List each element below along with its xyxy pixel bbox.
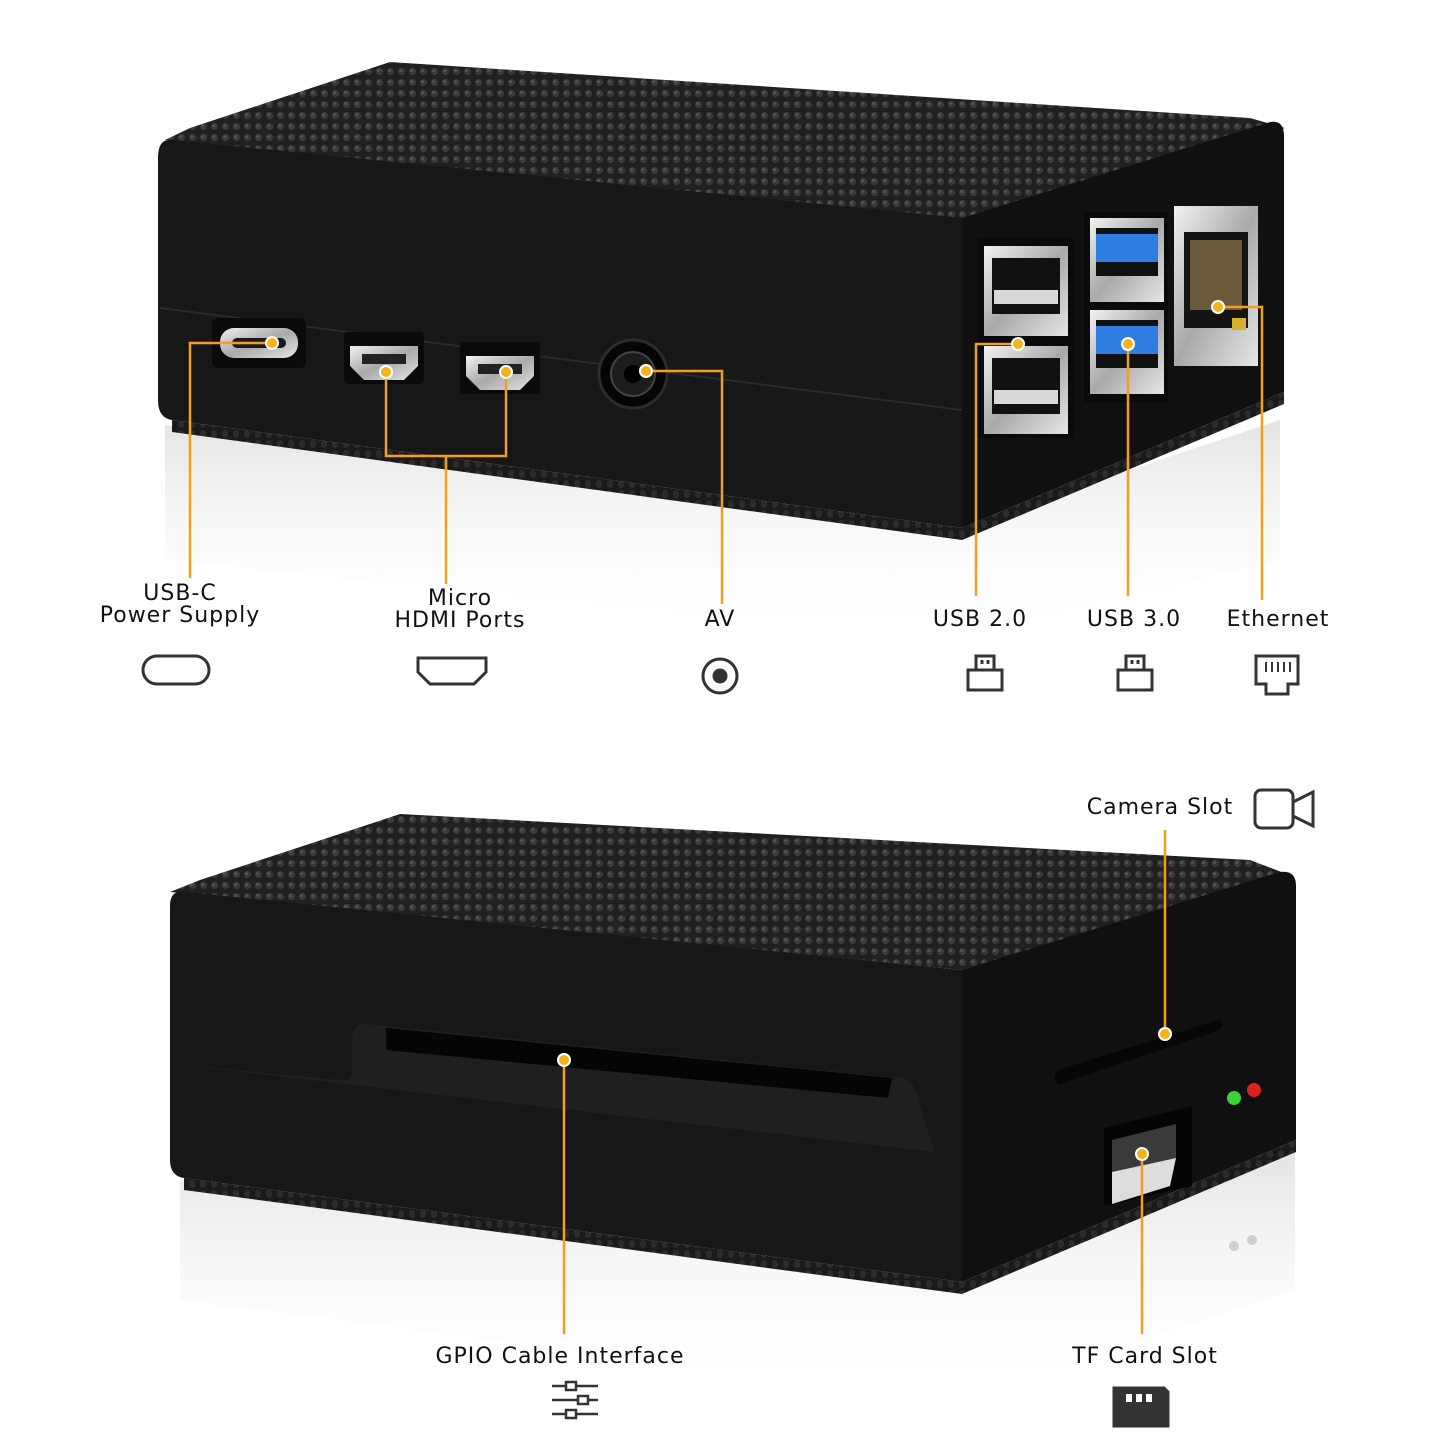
top-case-heatsink-top (165, 62, 1285, 220)
ethernet-label: Ethernet (1226, 607, 1330, 632)
usbc-label: USB-C Power Supply (99, 581, 261, 628)
ethernet-port (1174, 206, 1258, 366)
camera-slot-label: Camera Slot (1086, 795, 1234, 820)
usb3-label: USB 3.0 (1086, 607, 1182, 632)
top-case-front-face (158, 139, 962, 528)
micro-hdmi-port-2 (460, 342, 540, 394)
top-case-heatsink-bottom (172, 420, 962, 540)
usb-a-icon (966, 654, 1004, 692)
status-led-red (1247, 1083, 1261, 1097)
top-case (158, 62, 1285, 640)
usb-a-icon (1116, 654, 1154, 692)
usb-c-icon (141, 654, 211, 686)
bottom-callouts (562, 830, 1167, 1334)
top-callouts (188, 305, 1264, 604)
gpio-recess (172, 1024, 934, 1152)
usb-3-port (1084, 212, 1168, 402)
usb-2-port (978, 238, 1074, 438)
ethernet-icon (1254, 654, 1300, 696)
hdmi-icon (416, 656, 488, 686)
hdmi-label: Micro HDMI Ports (394, 586, 526, 633)
camera-slot (1054, 1020, 1223, 1084)
bottom-callout-dots (557, 1027, 1172, 1161)
sd-card-icon (1112, 1386, 1170, 1428)
gpio-label: GPIO Cable Interface (435, 1344, 685, 1369)
bottom-case-side-face (962, 871, 1296, 1282)
av-jack-icon (701, 657, 739, 695)
av-jack (597, 338, 669, 410)
av-label: AV (704, 607, 736, 632)
gpio-slot (386, 1028, 892, 1098)
bottom-case (170, 814, 1296, 1400)
bottom-case-reflection (180, 1150, 1295, 1400)
video-camera-icon (1253, 788, 1315, 830)
sliders-icon (552, 1380, 598, 1420)
bottom-case-heatsink-top (170, 814, 1292, 970)
status-led-green (1227, 1091, 1241, 1105)
usb2-label: USB 2.0 (932, 607, 1028, 632)
tf-card-label: TF Card Slot (1072, 1344, 1218, 1369)
micro-hdmi-port-1 (344, 332, 424, 384)
top-callout-dots (265, 300, 1225, 379)
